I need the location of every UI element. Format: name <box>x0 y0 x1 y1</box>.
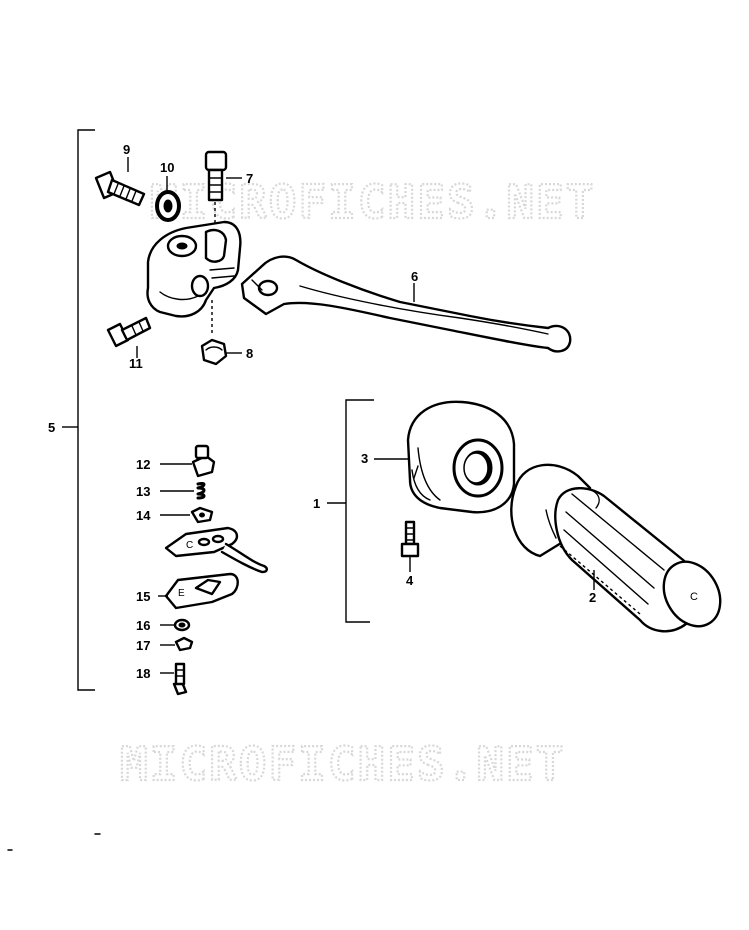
bolt-11 <box>106 316 152 348</box>
lever-6 <box>240 255 572 353</box>
callout-4: 4 <box>406 573 414 588</box>
nut-17 <box>174 636 194 652</box>
callout-16: 16 <box>136 618 150 633</box>
callout-5: 5 <box>48 420 55 435</box>
grip-2: C <box>510 463 722 633</box>
callout-8: 8 <box>246 346 253 361</box>
screw-4 <box>400 520 420 558</box>
callout-18: 18 <box>136 666 150 681</box>
lever-holder <box>146 220 242 336</box>
callout-13: 13 <box>136 484 150 499</box>
screw-12 <box>191 444 216 478</box>
spring-13 <box>196 482 206 500</box>
switch-with-wire: C <box>164 526 268 574</box>
watermark-bottom: MICROFICHES.NET <box>120 737 565 791</box>
callout-7: 7 <box>246 171 253 186</box>
callout-9: 9 <box>123 142 130 157</box>
callout-2: 2 <box>589 590 596 605</box>
switch-mark: C <box>186 540 193 551</box>
clip-14 <box>190 506 214 524</box>
throttle-housing-3 <box>406 400 516 514</box>
callout-6: 6 <box>411 269 418 284</box>
callout-1: 1 <box>313 496 320 511</box>
callout-15: 15 <box>136 589 150 604</box>
callout-11: 11 <box>129 356 143 371</box>
callout-14: 14 <box>136 508 151 523</box>
callout-10: 10 <box>160 160 174 175</box>
bracket-assembly-5 <box>62 129 95 691</box>
callout-12: 12 <box>136 457 150 472</box>
grip-end-mark: C <box>690 591 698 603</box>
screw-18 <box>172 662 188 696</box>
washer-16 <box>173 618 191 632</box>
washer-10 <box>155 190 181 222</box>
bolt-9 <box>94 170 146 207</box>
bolt-7 <box>204 150 228 228</box>
callout-3: 3 <box>361 451 368 466</box>
callout-17: 17 <box>136 638 150 653</box>
holder-15: E <box>164 572 239 610</box>
bracket-assembly-1 <box>327 399 374 623</box>
holder-mark: E <box>178 588 185 599</box>
nut-8 <box>200 338 228 366</box>
